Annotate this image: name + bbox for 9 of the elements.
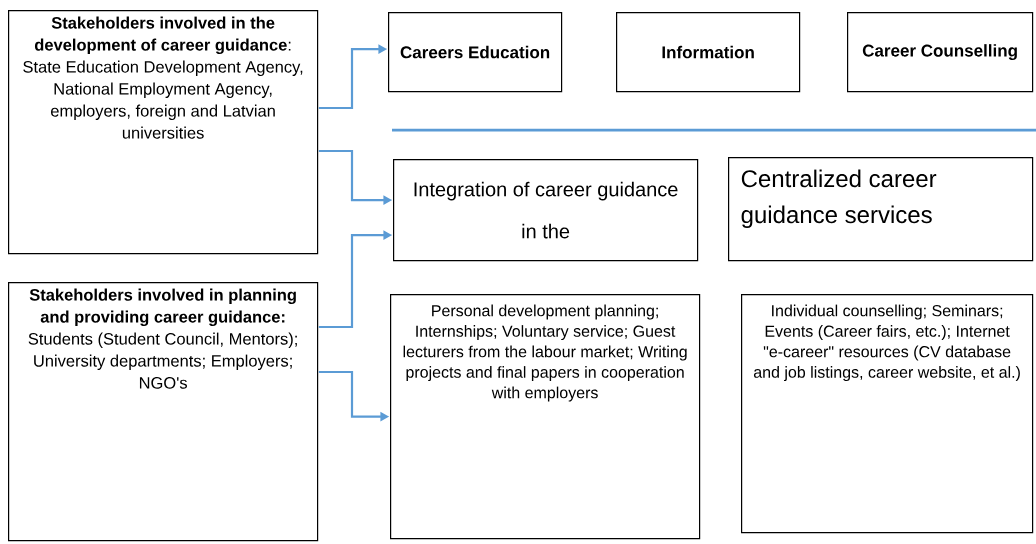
activity-list-box: Personal development planning; Internships; Voluntary service; Guest lecturers from the labour market; Writing projects and final papers in cooperation with employers bbox=[390, 294, 701, 540]
activity-box: Career Counselling bbox=[847, 12, 1034, 93]
stakeholder-box: Stakeholders involved in planning and providing career guidance: Students (Student Council, Mentors); University departments; Employers; NGO's bbox=[8, 282, 319, 542]
activity-box: Information bbox=[616, 12, 801, 93]
activity-box: Careers Education bbox=[388, 12, 563, 93]
stakeholder-box: Stakeholders involved in the development of career guidance: State Education Development Agency, National Employment Agency, employers, foreign and Latvian universities bbox=[8, 10, 319, 255]
approach-box: Centralized career guidance services bbox=[728, 157, 1034, 262]
approach-box: Integration of career guidance in the bbox=[393, 159, 699, 262]
activity-list-box: Individual counselling; Seminars; Events (Career fairs, etc.); Internet "e-career" resources (CV database and job listings, career website, et al.) bbox=[741, 294, 1034, 534]
